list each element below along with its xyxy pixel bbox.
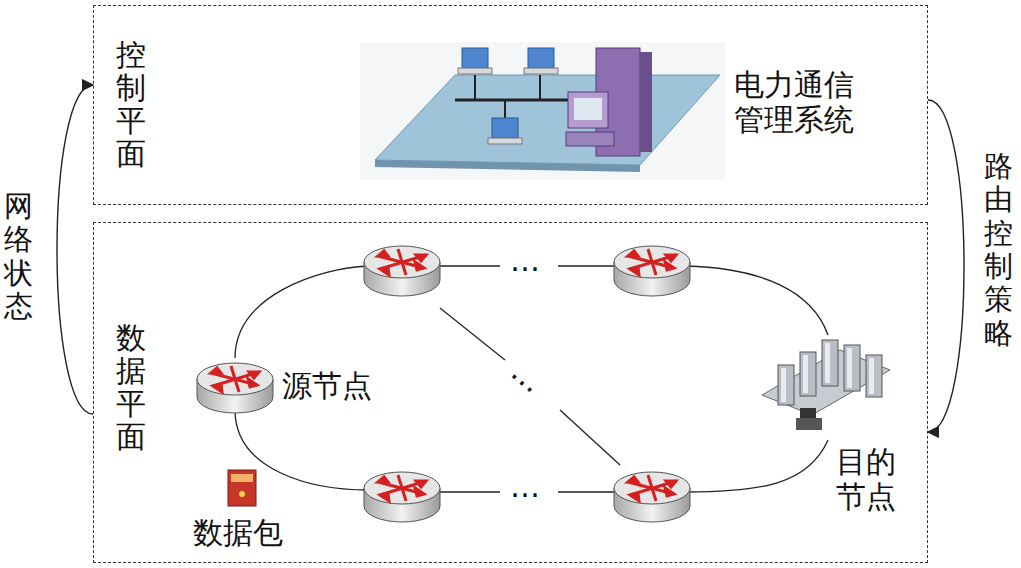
ellipsis-dots: … bbox=[510, 470, 540, 505]
router-icon bbox=[364, 246, 440, 296]
routing-policy-label: 路由控制策略 bbox=[984, 150, 1013, 350]
node-text: 源节点 bbox=[282, 369, 372, 404]
server-cluster-icon bbox=[762, 340, 890, 430]
network-state-label: 网络状态 bbox=[4, 190, 33, 323]
router-icon bbox=[197, 363, 273, 413]
node-text: 控制平面 bbox=[116, 38, 146, 170]
network-links bbox=[235, 266, 828, 492]
ellipsis-dots: … bbox=[510, 244, 540, 279]
node-text: 数据平面 bbox=[116, 321, 146, 453]
node-text: 电力通信管理系统 bbox=[734, 68, 857, 137]
packet-label: 数据包 bbox=[193, 516, 283, 551]
node-text: 目的节点 bbox=[836, 445, 898, 514]
state-arrow bbox=[57, 85, 93, 414]
ellipsis-dots: … bbox=[504, 354, 549, 400]
destination-node: 目的节点 bbox=[836, 445, 911, 525]
source-node: 源节点 bbox=[282, 369, 392, 409]
management-system-picture bbox=[360, 42, 725, 180]
router-icon bbox=[614, 246, 690, 296]
router-icon bbox=[614, 472, 690, 522]
state-arrow bbox=[928, 100, 964, 432]
data-packet-icon bbox=[228, 470, 256, 506]
management-system: 电力通信管理系统 bbox=[734, 68, 884, 158]
control-plane: 控制平面 电力通信管理系统 bbox=[93, 5, 928, 205]
router-icon bbox=[364, 472, 440, 522]
